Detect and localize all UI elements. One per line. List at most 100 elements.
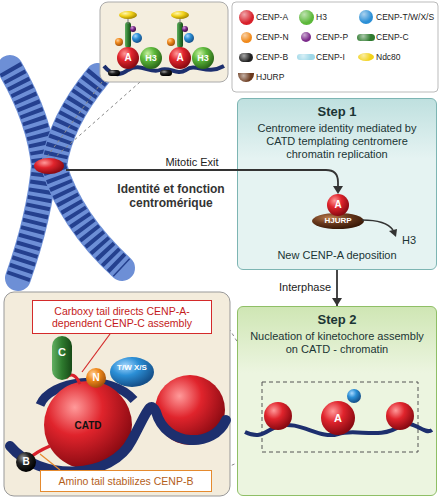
cenp-b: [16, 452, 36, 472]
chromatid-coil: [54, 76, 122, 268]
protein-letter: T/W X/S: [112, 363, 152, 372]
protein-letter: A: [170, 52, 190, 64]
ndc80: [119, 11, 137, 19]
cenp-b: [160, 70, 172, 76]
cenp-n: [167, 38, 175, 46]
edge-label: Interphase: [261, 281, 331, 294]
protein-letter: B: [16, 456, 36, 468]
legend-swatch: [358, 53, 374, 61]
cenp-a-nucleosome: [117, 47, 139, 69]
protein-letter: C: [52, 346, 72, 358]
legend-swatch: [357, 34, 375, 41]
cenp-a-ball: [327, 194, 349, 216]
arrow-label: Mitotic Exit: [150, 156, 234, 168]
protein-letter: A: [328, 199, 348, 211]
linker: [180, 19, 181, 24]
ndc80: [171, 11, 189, 19]
zoom-line: [46, 82, 102, 158]
release-arrow: [362, 220, 393, 230]
legend-swatch: [239, 10, 254, 25]
step-box: Step 2 Nucleation of kinetochore assembly…: [237, 306, 437, 496]
protein-letter: A: [328, 412, 348, 424]
zoom-frame: [262, 382, 418, 452]
cenp-c: [125, 22, 131, 48]
cenp-t: [184, 33, 194, 43]
step-caption: New CENP-A deposition: [238, 249, 436, 261]
cenp-t: [132, 33, 142, 43]
step-description: Nucleation of kinetochore assembly on CA…: [246, 330, 428, 356]
chromosome: [10, 68, 122, 278]
dna: [245, 424, 432, 435]
cenp-a-nucleosome: [386, 402, 414, 430]
chromatid-coil: [10, 68, 44, 278]
cenp-t-w-x-s: [110, 357, 154, 387]
leader-line: [82, 334, 110, 372]
cenp-t: [347, 389, 361, 403]
protein-letter: H3: [141, 52, 161, 64]
legend-text: CENP-N: [256, 32, 289, 42]
legend-box: [232, 2, 438, 92]
step-heading: Step 1: [238, 104, 436, 119]
protein-name: HJURP: [313, 215, 363, 227]
leader-line: [40, 454, 60, 470]
hjurp: [312, 213, 364, 229]
inset-panel: [100, 2, 228, 82]
legend-swatch: [299, 10, 314, 25]
legend-swatch: [301, 32, 311, 42]
chromatid: [10, 68, 44, 278]
cenp-c: [52, 336, 72, 380]
legend-swatch: [241, 32, 252, 43]
legend-text: CENP-B: [256, 52, 288, 62]
annotation: Identité et fonction centromérique: [106, 182, 236, 210]
step-heading: Step 2: [238, 312, 436, 327]
linker: [128, 19, 129, 24]
kinetochore: [115, 11, 194, 48]
chromatid: [54, 76, 122, 268]
cenp-a-nucleosome: [321, 401, 355, 435]
legend-text: CENP-C: [376, 32, 409, 42]
arrow-head: [389, 229, 397, 237]
centromere: [34, 158, 64, 174]
connector: [332, 270, 342, 306]
legend-swatch: [297, 54, 315, 60]
legend-text: CENP-P: [316, 32, 348, 42]
cenp-n: [115, 38, 123, 46]
callout-text: Amino tail stabilizes CENP-B: [59, 475, 194, 487]
protein-letter: A: [118, 52, 138, 64]
cenp-p: [182, 26, 188, 32]
protein-letter: N: [86, 372, 106, 384]
domain-name: CATD: [66, 420, 110, 432]
legend-swatch: [359, 10, 373, 24]
cenp-c: [177, 22, 183, 48]
cenp-a-nucleosome: [264, 402, 292, 430]
cenp-p: [130, 26, 136, 32]
legend-text: HJURP: [256, 72, 284, 82]
dna: [10, 407, 226, 472]
cenp-a-nucleosome: [169, 47, 191, 69]
legend-text: CENP-A: [256, 12, 288, 22]
legend-text: CENP-I: [316, 52, 345, 62]
zoom-panel: [4, 292, 230, 496]
protein-name: H3: [396, 234, 422, 246]
protein-letter: H3: [193, 52, 213, 64]
h3-nucleosome: [192, 47, 214, 69]
legend-text: Ndc80: [376, 52, 401, 62]
cenp-n: [86, 368, 106, 388]
callout-text: Carboxy tail directs CENP-A-dependent CE…: [37, 305, 207, 329]
step-description: Centromere identity mediated by CATD tem…: [246, 122, 428, 161]
arrow-head: [332, 298, 342, 306]
legend-text: H3: [316, 12, 327, 22]
legend-swatch: [239, 53, 253, 62]
connector-line: [336, 270, 338, 306]
callout-box: Carboxy tail directs CENP-A-dependent CE…: [32, 300, 212, 334]
h3-nucleosome: [140, 47, 162, 69]
cenp-b: [108, 70, 120, 76]
arrow-head: [333, 186, 343, 194]
callout-box: Amino tail stabilizes CENP-B: [40, 470, 212, 492]
legend-text: CENP-T/W/X/S: [376, 12, 434, 22]
